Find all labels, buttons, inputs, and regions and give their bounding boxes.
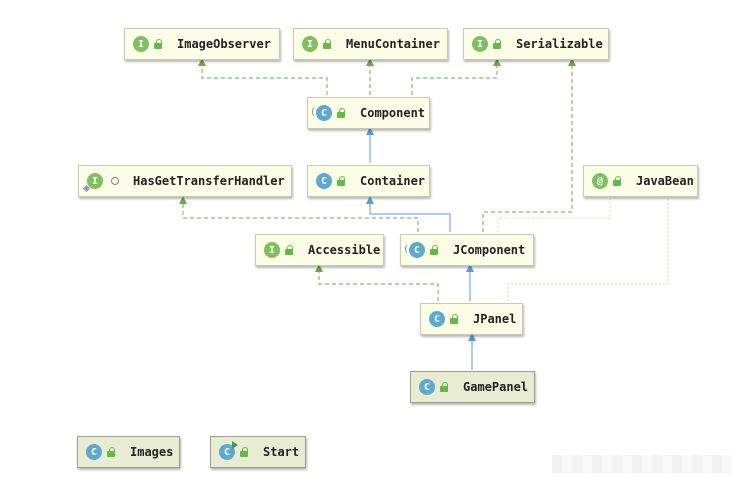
public-lock-icon xyxy=(153,39,163,49)
node-menucontainer[interactable]: I MenuContainer xyxy=(293,28,448,60)
node-label: Images xyxy=(130,445,174,459)
edge-component-serializable xyxy=(411,58,501,95)
node-images[interactable]: C Images xyxy=(77,436,180,468)
runnable-class-icon: C xyxy=(219,441,238,460)
edge-jcomponent-container xyxy=(366,196,451,232)
node-gamepanel[interactable]: C GamePanel xyxy=(410,371,535,403)
node-jcomponent[interactable]: (C JComponent xyxy=(400,234,534,266)
public-lock-icon xyxy=(336,108,346,118)
annotation-icon: @ xyxy=(592,173,608,189)
public-lock-icon xyxy=(284,245,294,255)
node-label: Accessible xyxy=(308,243,381,257)
interface-icon: I xyxy=(82,173,103,193)
node-accessible[interactable]: I Accessible xyxy=(255,234,384,266)
class-icon: C xyxy=(316,173,332,189)
public-lock-icon xyxy=(322,39,332,49)
node-label: Start xyxy=(263,445,300,459)
node-label: Serializable xyxy=(516,37,603,51)
interface-icon: I xyxy=(472,36,488,52)
node-hasgettransferhandler[interactable]: I HasGetTransferHandler xyxy=(78,165,292,197)
class-icon: C xyxy=(419,379,435,395)
node-label: HasGetTransferHandler xyxy=(133,174,285,188)
abstract-class-icon: (C xyxy=(403,242,425,258)
edge-jcomponent-serializable xyxy=(482,58,576,232)
node-imageobserver[interactable]: I ImageObserver xyxy=(124,28,280,60)
edge-jpanel-javabean xyxy=(507,199,669,301)
node-label: Component xyxy=(360,106,426,120)
node-label: JComponent xyxy=(453,243,526,257)
node-jpanel[interactable]: C JPanel xyxy=(420,303,523,335)
node-container[interactable]: C Container xyxy=(307,165,430,197)
public-lock-icon xyxy=(612,176,622,186)
watermark xyxy=(552,455,732,473)
interface-icon: I xyxy=(302,36,318,52)
public-lock-icon xyxy=(106,447,116,457)
public-lock-icon xyxy=(429,245,439,255)
node-javabean[interactable]: @ JavaBean xyxy=(583,165,698,197)
edge-jcomponent-javabean xyxy=(497,199,611,232)
public-lock-icon xyxy=(449,314,459,324)
public-lock-icon xyxy=(239,447,249,457)
node-label: GamePanel xyxy=(463,380,529,394)
node-start[interactable]: C Start xyxy=(210,436,306,468)
edge-component-imageobserver xyxy=(198,58,328,95)
edge-jpanel-accessible xyxy=(315,264,439,301)
interface-icon: I xyxy=(133,36,149,52)
node-label: ImageObserver xyxy=(177,37,271,51)
package-private-icon xyxy=(111,177,119,185)
abstract-class-icon: (C xyxy=(310,105,332,121)
node-label: Container xyxy=(360,174,426,188)
node-serializable[interactable]: I Serializable xyxy=(463,28,609,60)
edge-jcomponent-hasgettransferhandler xyxy=(179,196,419,232)
public-lock-icon xyxy=(336,176,346,186)
class-icon: C xyxy=(429,311,445,327)
public-lock-icon xyxy=(439,382,449,392)
class-icon: C xyxy=(86,444,102,460)
node-label: JPanel xyxy=(473,312,517,326)
node-component[interactable]: (C Component xyxy=(307,97,430,129)
node-label: MenuContainer xyxy=(346,37,440,51)
interface-icon: I xyxy=(264,242,280,258)
public-lock-icon xyxy=(492,39,502,49)
node-label: JavaBean xyxy=(636,174,694,188)
